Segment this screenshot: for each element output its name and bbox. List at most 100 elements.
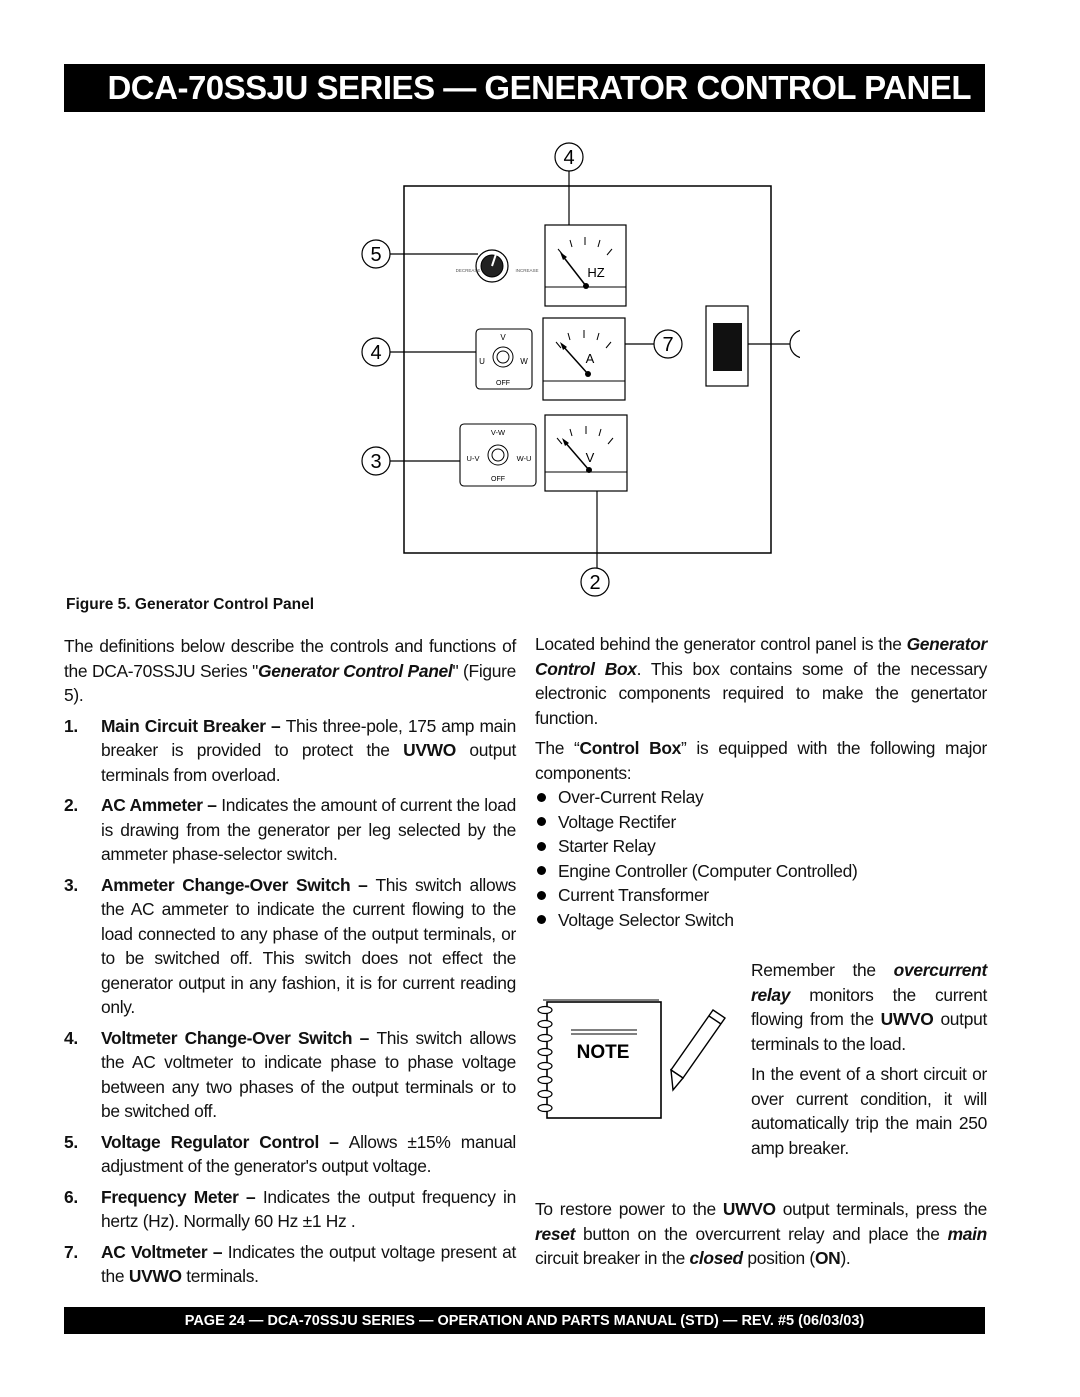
- list-item: Voltage Rectifer: [535, 810, 987, 835]
- list-item: Engine Controller (Computer Controlled): [535, 859, 987, 884]
- list-item: Voltage Selector Switch: [535, 908, 987, 933]
- component-label: Over-Current Relay: [558, 787, 704, 807]
- note1-text-a: Remember the: [751, 960, 894, 980]
- note1-text-b: monitors the current flowing from the: [751, 984, 987, 1030]
- p1-text-a: Located behind the generator control pan…: [535, 634, 907, 654]
- note1-text-c: output terminals to the load.: [751, 1009, 987, 1054]
- item-bold: UVWO: [128, 1266, 182, 1286]
- ac-voltmeter: V: [544, 414, 628, 492]
- restore-text-c: button on the overcurrent relay and plac…: [575, 1223, 948, 1244]
- callout-7-label: 7: [662, 334, 673, 356]
- v-label: V: [586, 450, 595, 465]
- list-item: 1. Main Circuit Breaker – This three-pol…: [64, 714, 516, 788]
- restore-bold-2: ON: [814, 1248, 841, 1268]
- restore-text-e: position (: [742, 1248, 815, 1268]
- item-text: Indicates the output frequency in hertz …: [101, 1186, 516, 1232]
- intro-paragraph: The definitions below describe the contr…: [64, 634, 516, 708]
- item-text: This switch allows the AC voltmeter to i…: [101, 1027, 516, 1122]
- ammeter-switch-v: V: [500, 333, 506, 342]
- restore-emphasis-2: main: [947, 1223, 988, 1244]
- p2-text-b: ” is equipped with the following major c…: [535, 738, 988, 783]
- p2-bold: Control Box: [579, 738, 682, 758]
- callout-3-label: 3: [370, 451, 381, 473]
- bullet-icon: [537, 890, 546, 900]
- item-text: Allows ±15% manual adjustment of the gen…: [101, 1131, 516, 1177]
- callout-4-top-label: 4: [563, 147, 574, 169]
- restore-emphasis-3: closed: [689, 1248, 744, 1268]
- callout-1: [789, 329, 800, 359]
- note1-bold: UWVO: [880, 1009, 934, 1029]
- ammeter-switch-off: OFF: [496, 380, 510, 387]
- frequency-meter: HZ: [544, 224, 627, 307]
- bullet-icon: [537, 792, 546, 802]
- item-text: Indicates the amount of current the load…: [101, 795, 516, 864]
- figure-caption: Figure 5. Generator Control Panel: [66, 596, 315, 613]
- item-text-post: output terminals from overload.: [101, 740, 516, 785]
- left-column: The definitions below describe the contr…: [64, 634, 516, 1289]
- callout-1-label: 1: [798, 334, 800, 356]
- item-number: 2.: [64, 795, 78, 815]
- list-item: Starter Relay: [535, 834, 987, 859]
- intro-text-a: The definitions below describe the contr…: [64, 636, 516, 681]
- callout-2: [580, 567, 610, 597]
- item-number: 5.: [64, 1131, 78, 1152]
- voltmeter-switch-wu: W-U: [517, 454, 532, 463]
- regulator-increase-label: INCREASE: [515, 268, 538, 273]
- page-title-text: DCA-70SSJU SERIES — GENERATOR CONTROL PA…: [107, 69, 971, 106]
- intro-text-b: " (Figure 5).: [64, 660, 517, 706]
- intro-emphasis: Generator Control Panel: [258, 660, 453, 681]
- note-paragraph-1: Remember the overcurrent relay monitors …: [751, 958, 987, 1056]
- bullet-icon: [537, 915, 546, 925]
- footer-text: PAGE 24 — DCA-70SSJU SERIES — OPERATION …: [184, 1312, 865, 1329]
- list-item: 2. AC Ammeter – Indicates the amount of …: [64, 793, 516, 867]
- voltmeter-switch-uv: U-V: [467, 454, 480, 463]
- restore-text-b: output terminals, press the: [775, 1199, 988, 1219]
- item-number: 1.: [64, 715, 78, 736]
- item-number: 4.: [64, 1027, 78, 1048]
- list-item: 4. Voltmeter Change-Over Switch – This s…: [64, 1026, 516, 1124]
- item-term: AC Ammeter –: [101, 795, 222, 815]
- page-title: DCA-70SSJU SERIES — GENERATOR CONTROL PA…: [64, 64, 985, 112]
- bullet-icon: [537, 866, 546, 876]
- item-number: 6.: [64, 1186, 78, 1207]
- callout-4-mid-label: 4: [370, 342, 381, 364]
- components-list: Over-Current Relay Voltage Rectifer Star…: [535, 785, 987, 932]
- item-bold: UVWO: [403, 740, 456, 760]
- item-term: Ammeter Change-Over Switch –: [101, 874, 376, 895]
- component-label: Engine Controller (Computer Controlled): [558, 860, 858, 881]
- ac-ammeter: A: [542, 317, 626, 401]
- a-label: A: [586, 351, 595, 366]
- regulator-decrease-label: DECREASE: [456, 268, 481, 273]
- item-number: 7.: [64, 1241, 78, 1262]
- note1-emphasis: overcurrent relay: [751, 960, 987, 1005]
- list-item: 6. Frequency Meter – Indicates the outpu…: [64, 1185, 516, 1234]
- item-number: 3.: [64, 874, 78, 895]
- ammeter-switch-u: U: [479, 357, 485, 366]
- list-item: Over-Current Relay: [535, 785, 987, 810]
- note-paragraph-2: In the event of a short circuit or over …: [751, 1064, 987, 1158]
- p1-text-b: . This box contains some of the necessar…: [535, 658, 987, 728]
- component-label: Voltage Rectifer: [558, 811, 676, 832]
- restore-text-f: ).: [840, 1248, 851, 1268]
- restore-paragraph: To restore power to the UWVO output term…: [535, 1197, 987, 1271]
- p2-text-a: The “: [535, 738, 580, 758]
- restore-text-a: To restore power to the: [535, 1199, 723, 1219]
- item-text: This three-pole, 175 amp main breaker is…: [101, 715, 516, 761]
- page-footer: PAGE 24 — DCA-70SSJU SERIES — OPERATION …: [64, 1307, 985, 1334]
- voltmeter-switch-vw: V-W: [491, 428, 506, 437]
- component-label: Voltage Selector Switch: [558, 909, 734, 930]
- item-term: Voltmeter Change-Over Switch –: [101, 1027, 377, 1048]
- right-column: Located behind the generator control pan…: [535, 632, 987, 932]
- voltage-regulator-knob: DECREASE INCREASE: [456, 249, 539, 283]
- item-term: Frequency Meter –: [101, 1186, 263, 1207]
- component-label: Starter Relay: [558, 836, 656, 856]
- item-term: Main Circuit Breaker –: [101, 715, 286, 736]
- voltmeter-switch-off: OFF: [491, 476, 505, 483]
- item-text-post: terminals.: [181, 1266, 259, 1286]
- control-box-paragraph: Located behind the generator control pan…: [535, 632, 987, 730]
- item-text: This switch allows the AC ammeter to ind…: [101, 874, 516, 1018]
- hz-label: HZ: [587, 265, 604, 280]
- item-text: Indicates the output voltage present at …: [101, 1241, 516, 1287]
- bullet-icon: [537, 841, 546, 851]
- item-term: AC Voltmeter –: [101, 1241, 228, 1262]
